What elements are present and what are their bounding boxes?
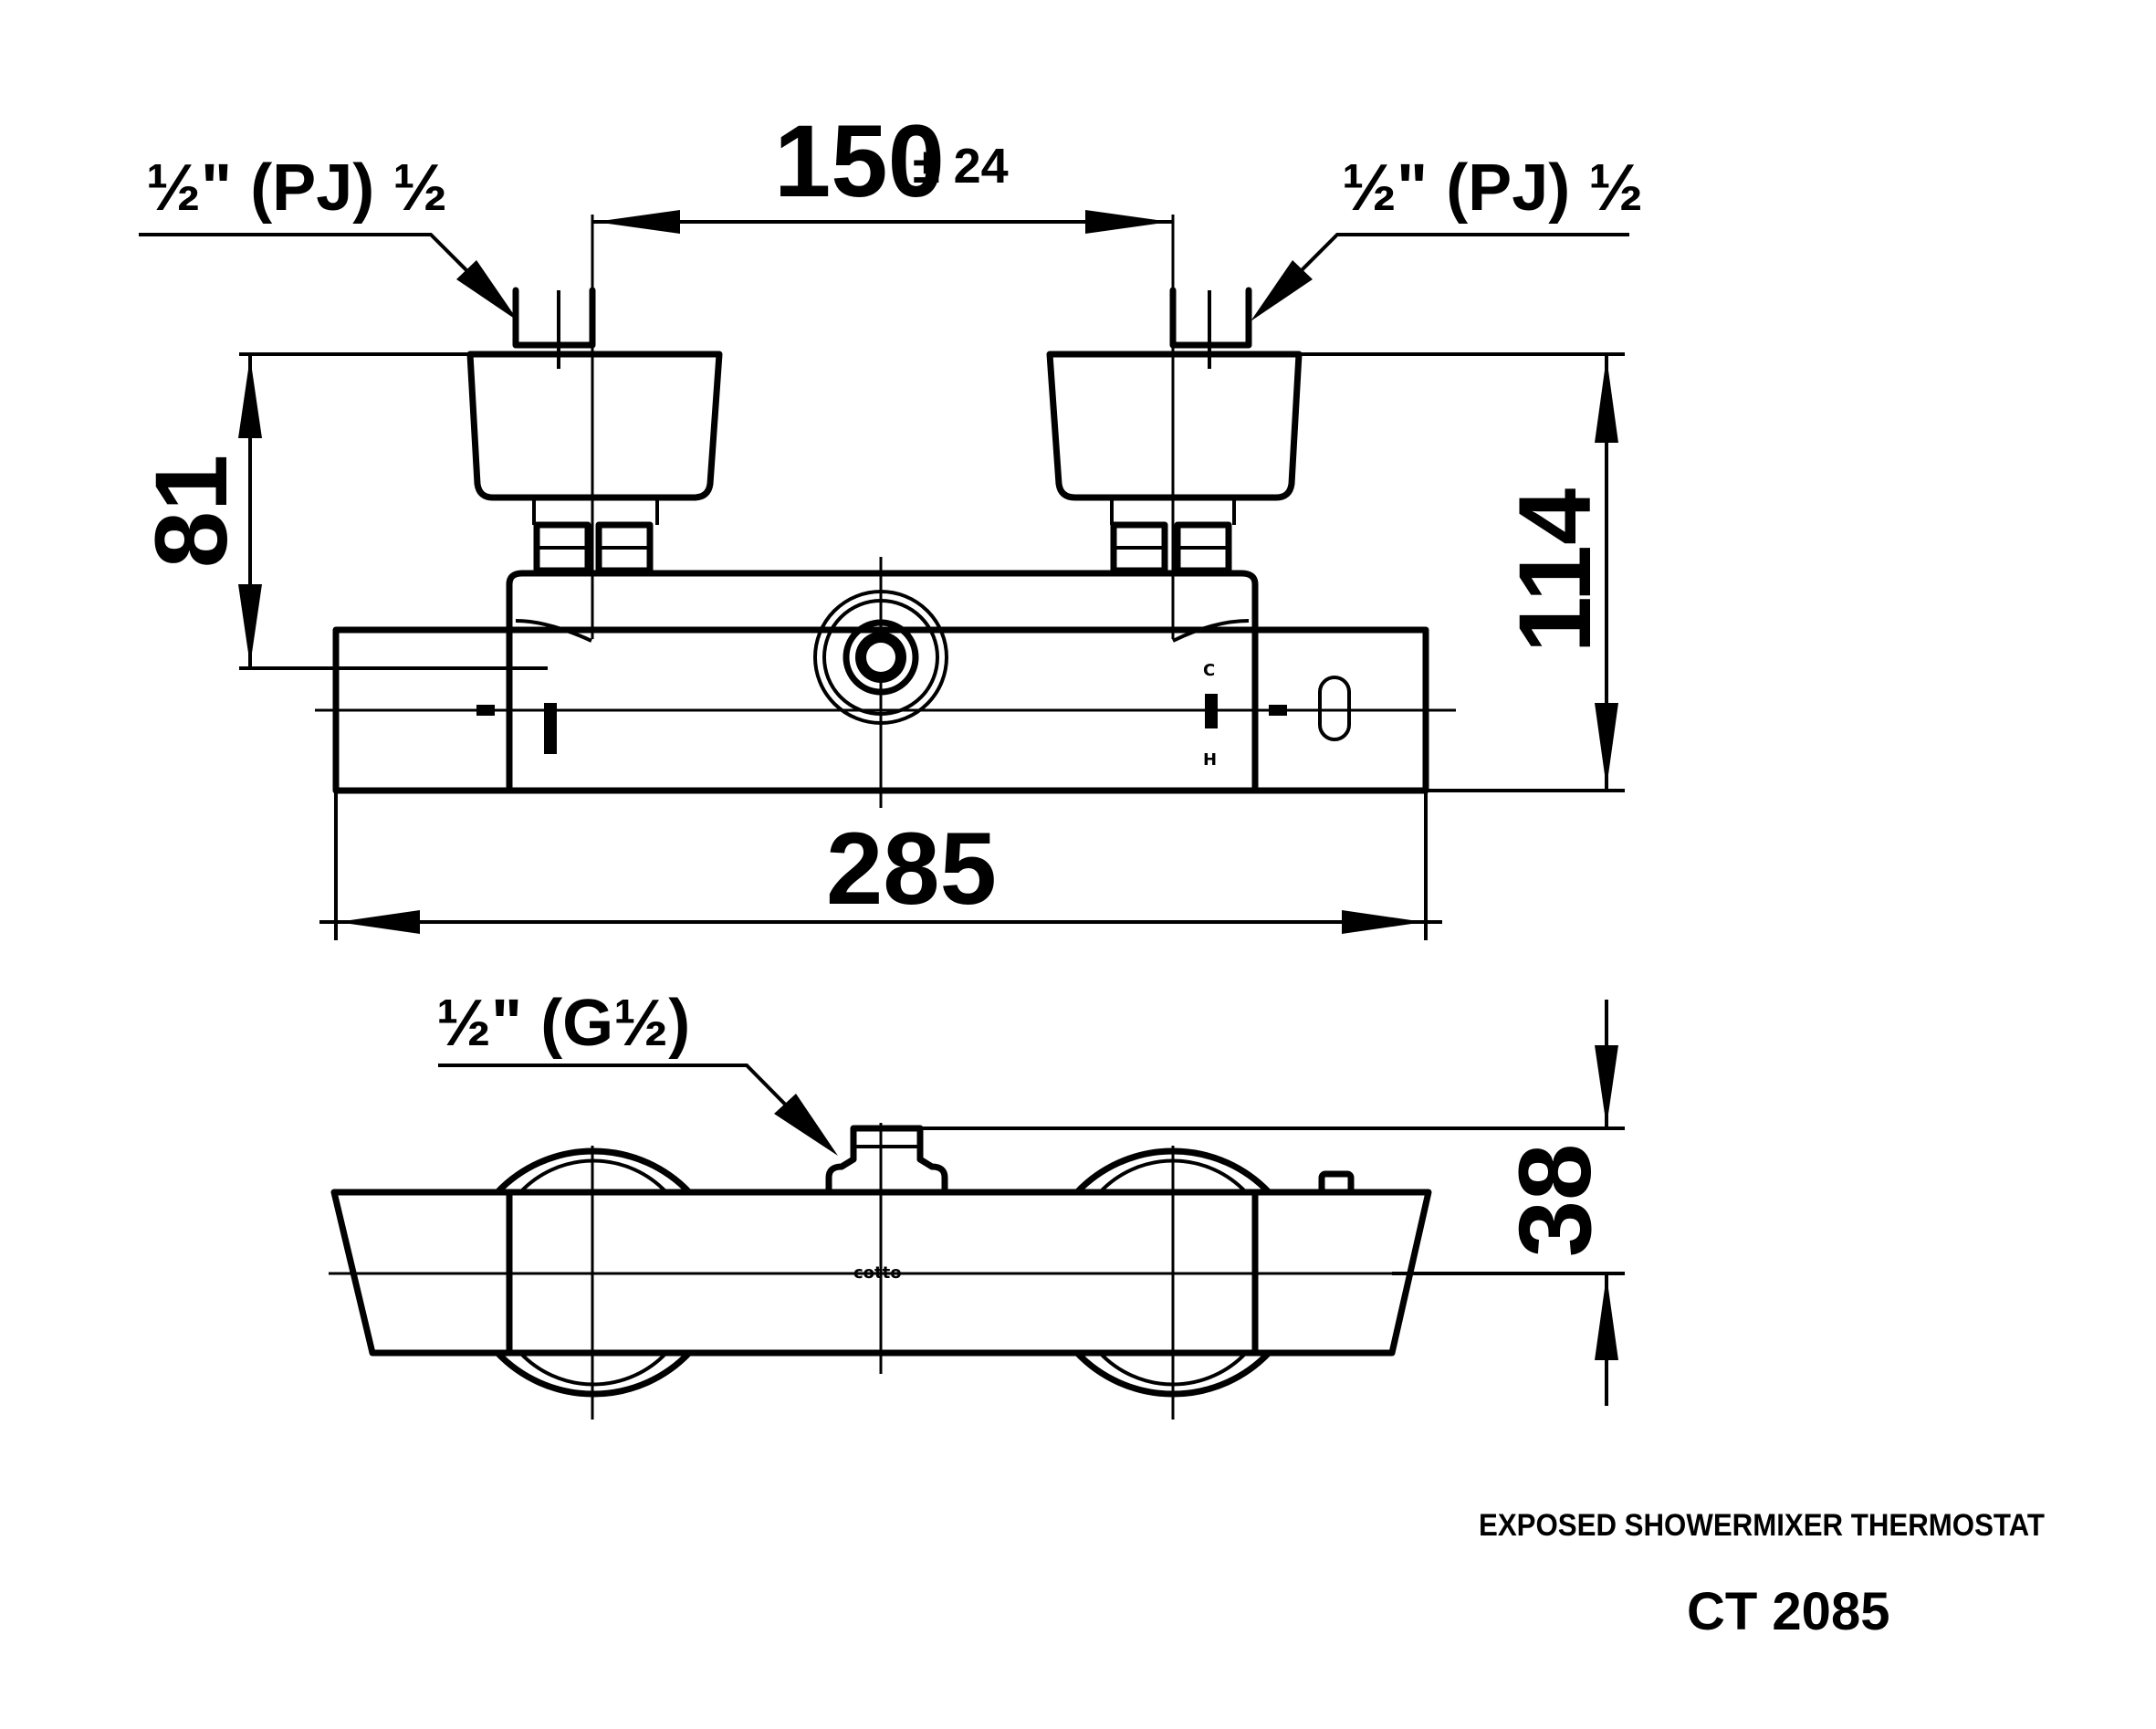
dim-81-arrow-top bbox=[238, 357, 262, 438]
dim-150-arrow-left bbox=[595, 210, 680, 234]
mark-left-stack bbox=[544, 703, 557, 754]
wall-flange-left-top-inner bbox=[518, 1158, 668, 1194]
overall-length-dimension: 285 bbox=[826, 812, 997, 926]
outlet-size-label: ½" (G½) bbox=[436, 987, 690, 1060]
depth-dimension-38: 38 bbox=[1498, 1144, 1612, 1258]
center-distance-tolerance: ± 24 bbox=[913, 139, 1009, 194]
wall-flange-left-top bbox=[494, 1147, 693, 1196]
dim-38-arrow-bottom bbox=[1595, 1275, 1618, 1360]
dim-285-arrow-left bbox=[338, 910, 420, 934]
dim-114-arrow-top bbox=[1595, 357, 1618, 443]
wall-flange-right-top bbox=[1073, 1147, 1272, 1196]
wall-flange-left-bottom bbox=[494, 1349, 693, 1398]
model-number: CT 2085 bbox=[1687, 1582, 1889, 1641]
height-dimension-81: 81 bbox=[134, 455, 248, 569]
leader-left bbox=[139, 233, 499, 303]
top-view: C H bbox=[134, 104, 1643, 940]
leader-outlet bbox=[438, 1064, 814, 1134]
title-block: EXPOSED SHOWERMIXER THERMOSTAT CT 2085 bbox=[1479, 1508, 2045, 1641]
left-inlet bbox=[466, 287, 723, 574]
button-slot bbox=[1318, 676, 1351, 741]
wall-flange-right-bottom-inner bbox=[1098, 1351, 1248, 1387]
dial-center bbox=[866, 643, 895, 672]
hot-marking: H bbox=[1203, 750, 1217, 770]
inlet-size-label-left: ½" (PJ) ½ bbox=[146, 152, 447, 225]
leader-right-arrow bbox=[1251, 260, 1313, 321]
height-dimension-114: 114 bbox=[1498, 488, 1612, 654]
dim-285-arrow-right bbox=[1342, 910, 1424, 934]
right-inlet bbox=[1046, 287, 1303, 574]
leader-left-arrow bbox=[456, 260, 518, 321]
wall-flange-right-top-inner bbox=[1098, 1158, 1248, 1194]
wall-flange-left-bottom-inner bbox=[518, 1351, 668, 1387]
dim-38-arrow-top bbox=[1595, 1045, 1618, 1126]
leader-right bbox=[1269, 233, 1629, 303]
outlet-nut bbox=[825, 1125, 948, 1196]
dial-outer bbox=[813, 590, 948, 725]
dim-114-arrow-bottom bbox=[1595, 703, 1618, 788]
dim-81-arrow-bottom bbox=[238, 584, 262, 665]
side-view: cotto ½" (G½) 38 bbox=[329, 987, 1625, 1420]
mark-left bbox=[476, 705, 495, 716]
inlet-size-label-right: ½" (PJ) ½ bbox=[1342, 152, 1643, 225]
body-upper-step bbox=[506, 570, 1259, 634]
center-distance-dimension: 150 bbox=[774, 104, 945, 218]
side-button bbox=[1318, 1170, 1355, 1196]
side-body bbox=[330, 1189, 1432, 1357]
body-curve-left bbox=[515, 619, 592, 643]
body-curve-right bbox=[1172, 619, 1250, 643]
leader-outlet-arrow bbox=[774, 1094, 838, 1156]
dim-150-arrow-right bbox=[1085, 210, 1170, 234]
product-name: EXPOSED SHOWERMIXER THERMOSTAT bbox=[1479, 1508, 2045, 1543]
cold-marking: C bbox=[1203, 661, 1215, 680]
wall-flange-right-bottom bbox=[1073, 1349, 1272, 1398]
dial-mid bbox=[822, 599, 939, 716]
mark-right-stack bbox=[1205, 694, 1218, 728]
mark-right bbox=[1269, 705, 1287, 716]
dial-ring bbox=[843, 619, 919, 696]
brand-mark: cotto bbox=[853, 1263, 902, 1283]
